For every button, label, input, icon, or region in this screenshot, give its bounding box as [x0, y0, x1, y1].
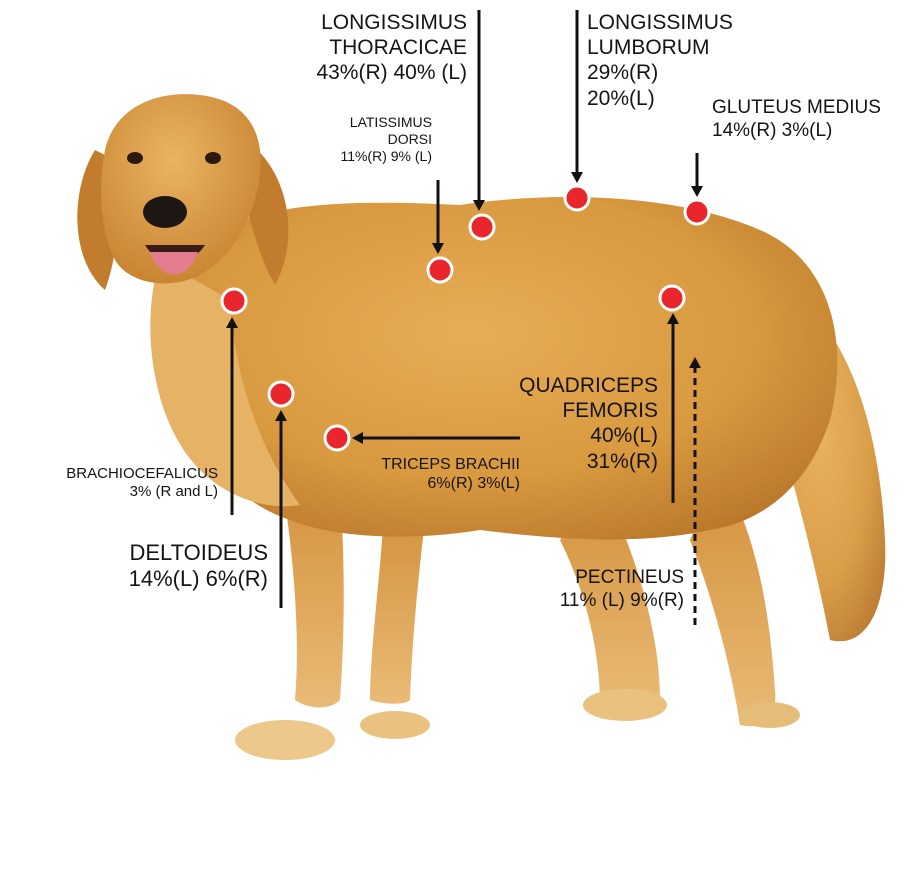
label-brachiocefalicus-line1: BRACHIOCEFALICUS [38, 465, 218, 483]
arrow-longissimus-lumborum-head [571, 172, 583, 183]
arrow-gluteus-medius-head [691, 186, 703, 197]
label-triceps-brachii-value: 6%(R) 3%(L) [358, 474, 520, 493]
label-deltoideus: DELTOIDEUS 14%(L) 6%(R) [88, 540, 268, 593]
label-quadriceps-femoris-line2: FEMORIS [486, 398, 658, 423]
label-pectineus-value: 11% (L) 9%(R) [512, 590, 684, 613]
label-latissimus-dorsi: LATISSIMUS DORSI 11%(R) 9% (L) [300, 114, 432, 164]
label-latissimus-dorsi-value: 11%(R) 9% (L) [300, 148, 432, 165]
marker-quadriceps-femoris [660, 286, 684, 310]
label-longissimus-thoracicae-value: 43%(R) 40% (L) [245, 60, 467, 85]
label-brachiocefalicus: BRACHIOCEFALICUS 3% (R and L) [38, 465, 218, 501]
dog-eye-right [205, 152, 221, 164]
marker-deltoideus [269, 382, 293, 406]
label-pectineus-line1: PECTINEUS [512, 567, 684, 590]
arrow-gluteus-medius [691, 153, 703, 197]
marker-brachiocefalicus [222, 289, 246, 313]
label-triceps-brachii: TRICEPS BRACHII 6%(R) 3%(L) [358, 455, 520, 493]
marker-gluteus-medius [685, 200, 709, 224]
label-longissimus-thoracicae: LONGISSIMUS THORACICAE 43%(R) 40% (L) [245, 10, 467, 86]
label-latissimus-dorsi-line1: LATISSIMUS [300, 114, 432, 131]
dog-hind-paw-near [583, 689, 667, 721]
label-gluteus-medius: GLUTEUS MEDIUS 14%(R) 3%(L) [712, 97, 902, 143]
marker-latissimus-dorsi [428, 258, 452, 282]
label-quadriceps-femoris-line1: QUADRICEPS [486, 373, 658, 398]
dog-eye-left [127, 152, 143, 164]
label-deltoideus-value: 14%(L) 6%(R) [88, 566, 268, 592]
label-longissimus-lumborum: LONGISSIMUS LUMBORUM 29%(R) 20%(L) [587, 10, 747, 111]
label-longissimus-thoracicae-line2: THORACICAE [245, 35, 467, 60]
label-longissimus-thoracicae-line1: LONGISSIMUS [245, 10, 467, 35]
dog-front-paw-far [360, 711, 430, 739]
marker-longissimus-lumborum [565, 186, 589, 210]
marker-triceps-brachii [325, 426, 349, 450]
label-pectineus: PECTINEUS 11% (L) 9%(R) [512, 567, 684, 613]
label-gluteus-medius-value: 14%(R) 3%(L) [712, 120, 902, 143]
marker-longissimus-thoracicae [470, 215, 494, 239]
arrow-longissimus-thoracicae [473, 10, 485, 211]
label-longissimus-lumborum-line2: LUMBORUM [587, 35, 747, 60]
label-longissimus-lumborum-line1: LONGISSIMUS [587, 10, 747, 35]
label-brachiocefalicus-value: 3% (R and L) [38, 483, 218, 501]
dog-nose [143, 196, 187, 228]
dog-front-paw-near [235, 720, 335, 760]
label-gluteus-medius-line1: GLUTEUS MEDIUS [712, 97, 902, 120]
dog-hind-paw-far [740, 702, 800, 728]
label-longissimus-lumborum-value-r: 29%(R) [587, 60, 747, 85]
label-deltoideus-line1: DELTOIDEUS [88, 540, 268, 566]
label-triceps-brachii-line1: TRICEPS BRACHII [358, 455, 520, 474]
arrow-longissimus-lumborum [571, 10, 583, 183]
label-latissimus-dorsi-line2: DORSI [300, 131, 432, 148]
label-quadriceps-femoris-value-l: 40%(L) [486, 423, 658, 448]
